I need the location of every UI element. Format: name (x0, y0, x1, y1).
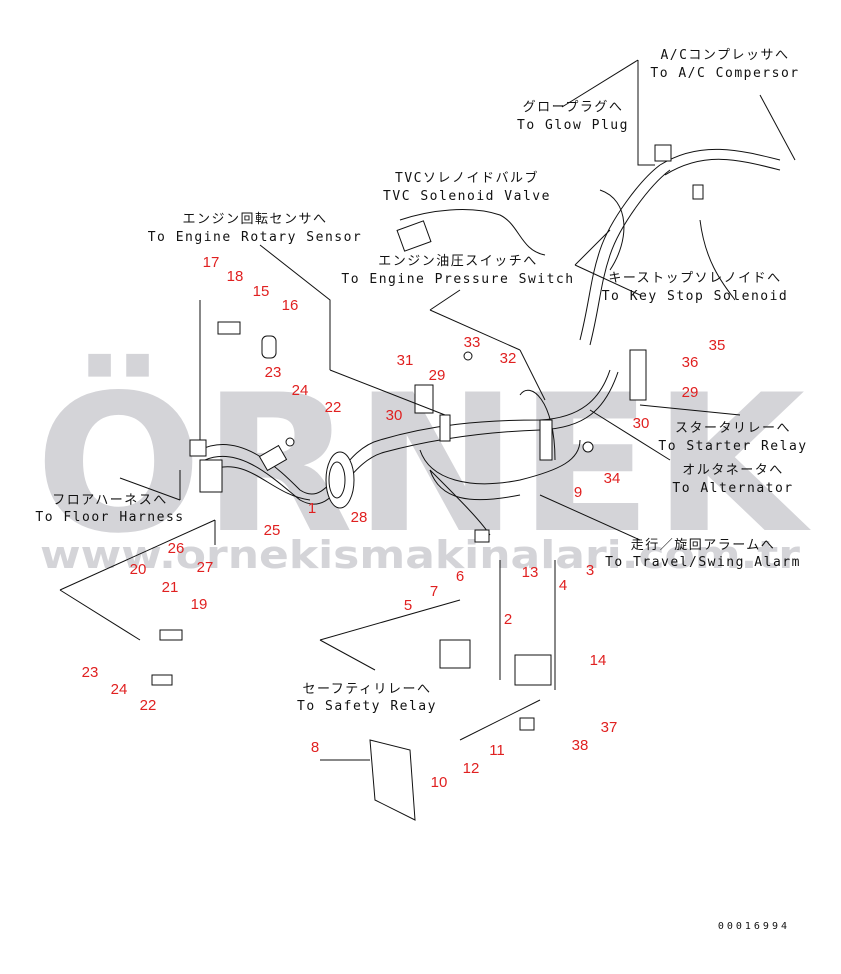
callout-number: 6 (456, 568, 464, 585)
label-glow-plug-jp: グロープラグへ (523, 100, 624, 115)
callout-number: 1 (308, 500, 316, 517)
callout-number: 5 (404, 597, 412, 614)
label-floor-harness-jp: フロアハーネスへ (52, 493, 167, 508)
label-pressure-switch-jp: エンジン油圧スイッチへ (378, 254, 538, 269)
callout-number: 21 (162, 579, 179, 596)
label-alternator-en: To Alternator (672, 481, 793, 496)
callout-number: 37 (601, 719, 618, 736)
label-alarm-jp: 走行／旋回アラームへ (631, 538, 776, 553)
watermark-url: www.ornekismakinalari.com.tr (40, 533, 800, 577)
label-alternator-jp: オルタネータへ (682, 463, 784, 478)
callout-number: 13 (522, 564, 539, 581)
callout-number: 19 (191, 596, 208, 613)
callout-number: 22 (140, 697, 157, 714)
callout-number: 17 (203, 254, 220, 271)
callout-number: 2 (504, 611, 512, 628)
callout-number: 3 (586, 562, 594, 579)
callout-number: 30 (633, 415, 650, 432)
label-alarm-en: To Travel/Swing Alarm (605, 555, 801, 570)
callout-number: 9 (574, 484, 582, 501)
callout-number: 10 (431, 774, 448, 791)
callout-number: 23 (265, 364, 282, 381)
callout-number: 14 (590, 652, 607, 669)
watermark-accent (113, 395, 138, 412)
callout-number: 18 (227, 268, 244, 285)
callout-number: 26 (168, 540, 185, 557)
callout-number: 24 (292, 382, 309, 399)
callout-number: 30 (386, 407, 403, 424)
label-ac-compressor-jp: A/Cコンプレッサへ (660, 48, 789, 63)
label-key-stop-en: To Key Stop Solenoid (602, 289, 789, 304)
callout-number: 36 (682, 354, 699, 371)
label-tvc-jp: TVCソレノイドバルブ (395, 170, 539, 186)
callout-number: 29 (429, 367, 446, 384)
callout-number: 7 (430, 583, 438, 600)
leader-lines (59, 59, 796, 761)
callout-number: 25 (264, 522, 281, 539)
label-glow-plug-en: To Glow Plug (517, 118, 629, 133)
callout-number: 11 (489, 742, 505, 759)
callout-number: 31 (397, 352, 414, 369)
label-ac-compressor-en: To A/C Compersor (650, 66, 799, 81)
label-starter-relay-en: To Starter Relay (658, 439, 807, 454)
drawing-code: 00016994 (718, 921, 790, 932)
callout-number: 33 (464, 334, 481, 351)
label-rotary-sensor-jp: エンジン回転センサへ (182, 212, 327, 227)
callout-number: 23 (82, 664, 99, 681)
callout-number: 20 (130, 561, 147, 578)
label-safety-relay-jp: セーフティリレーへ (303, 682, 432, 697)
callout-number: 29 (682, 384, 699, 401)
harness-drawing (151, 144, 781, 821)
callout-number: 4 (559, 577, 567, 594)
callout-number: 38 (572, 737, 589, 754)
callout-number: 28 (351, 509, 368, 526)
label-rotary-sensor-en: To Engine Rotary Sensor (148, 230, 363, 245)
label-starter-relay-jp: スタータリレーへ (675, 421, 791, 436)
callout-number: 12 (463, 760, 480, 777)
callout-number: 32 (500, 350, 517, 367)
callouts: 17 18 15 16 23 24 22 31 29 33 32 30 35 3… (82, 254, 726, 791)
callout-number: 22 (325, 399, 342, 416)
label-pressure-switch-en: To Engine Pressure Switch (341, 272, 574, 287)
label-key-stop-jp: キーストップソレノイドへ (608, 271, 781, 286)
label-floor-harness-en: To Floor Harness (35, 510, 184, 525)
callout-number: 27 (197, 559, 214, 576)
callout-number: 8 (311, 739, 319, 756)
watermark-accent (75, 395, 100, 412)
callout-number: 16 (282, 297, 299, 314)
destination-labels: A/Cコンプレッサへ To A/C Compersor グロープラグへ To G… (35, 48, 807, 714)
callout-number: 34 (604, 470, 621, 487)
label-tvc-en: TVC Solenoid Valve (383, 189, 551, 204)
callout-number: 35 (709, 337, 726, 354)
label-safety-relay-en: To Safety Relay (297, 699, 437, 714)
callout-number: 15 (253, 283, 270, 300)
callout-number: 24 (111, 681, 128, 698)
